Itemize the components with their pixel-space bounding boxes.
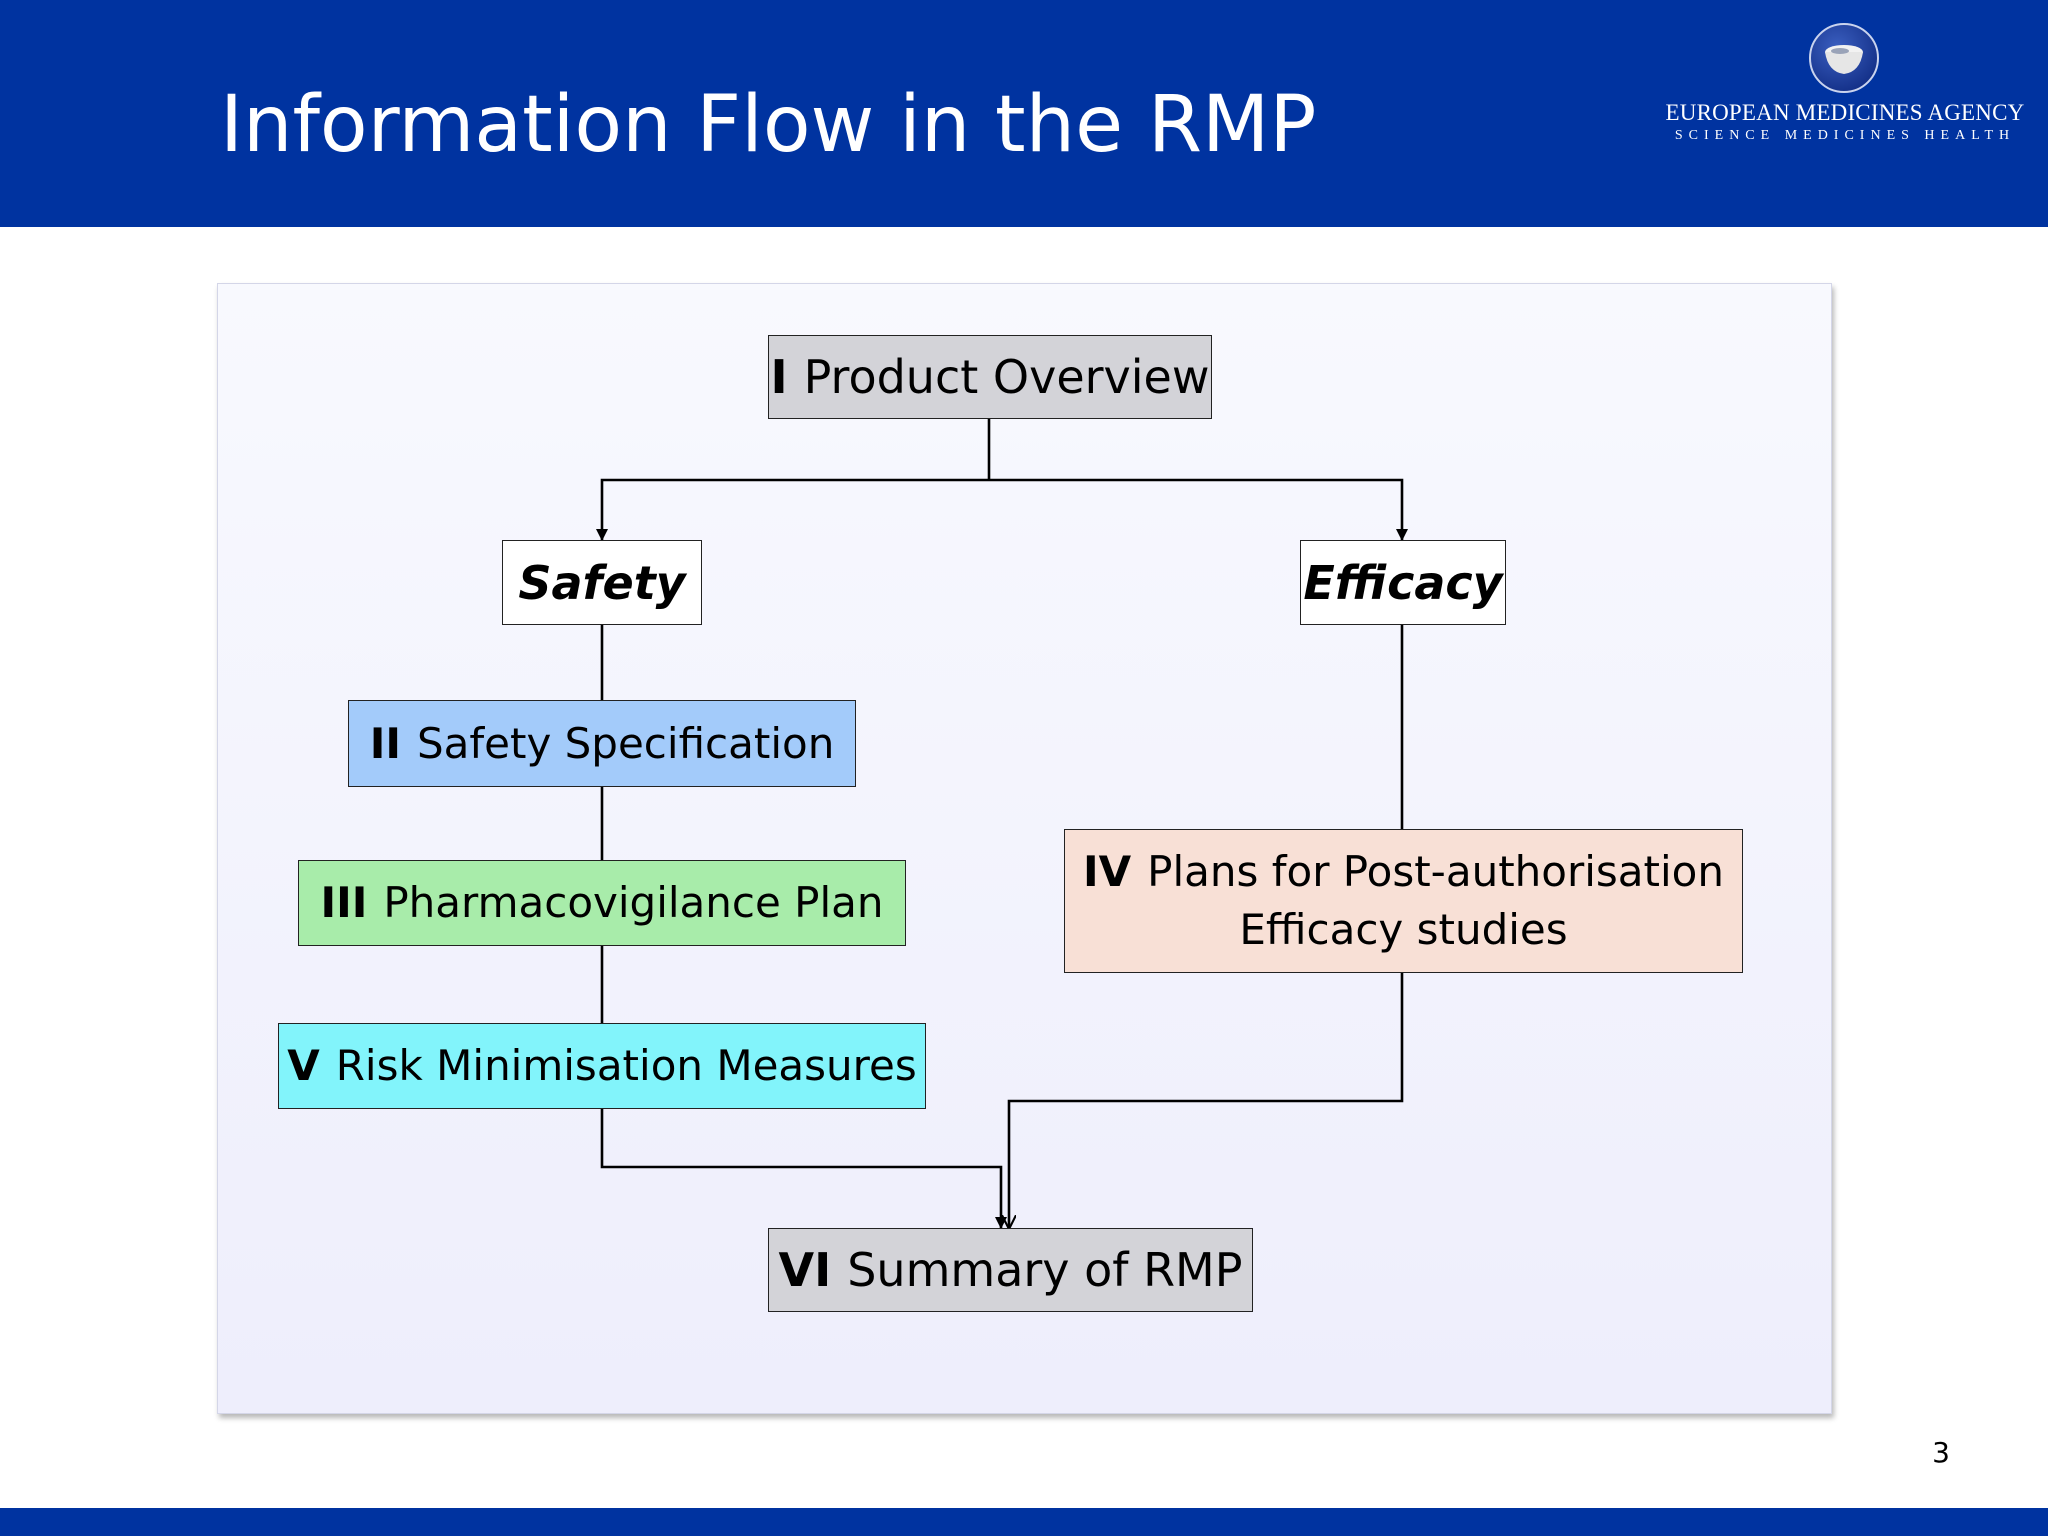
connector-risk-to-summary [600,1109,1007,1229]
safety-label: Safety [518,555,686,610]
page-number: 3 [1932,1436,1950,1469]
efficacy-plans-text-line-1: Plans for Post-authorisation [1147,847,1724,896]
risk-minimisation-label: Risk Minimisation Measures [335,1041,917,1090]
title-bar: Information Flow in the RMP EUROPEAN MED… [0,0,2048,227]
footer-bar [0,1508,2048,1536]
connector-overview-to-safety [596,478,989,541]
diagram-panel: I Product Overview Safety Efficacy II Sa… [217,283,1832,1414]
summary-of-rmp-label: Summary of RMP [847,1243,1243,1297]
efficacy-plans-line-1: IV Plans for Post-authorisation [1083,843,1724,901]
box-product-overview: I Product Overview [768,335,1212,419]
product-overview-label: Product Overview [803,350,1210,404]
box-pharmacovigilance-plan: III Pharmacovigilance Plan [298,860,906,946]
ema-logo: EUROPEAN MEDICINES AGENCY SCIENCE MEDICI… [1660,22,2030,152]
slide-title: Information Flow in the RMP [220,80,1317,170]
box-safety: Safety [502,540,702,625]
pharmacovigilance-plan-label: Pharmacovigilance Plan [383,878,884,927]
box-efficacy: Efficacy [1300,540,1506,625]
logo-tagline: SCIENCE MEDICINES HEALTH [1674,128,2016,143]
roman-numeral-iii: III [320,878,368,927]
connector-plans-to-summary [1009,973,1404,1228]
safety-specification-label: Safety Specification [416,718,835,768]
roman-numeral-ii: II [369,718,401,768]
roman-numeral-i: I [770,350,788,404]
roman-numeral-v: V [287,1041,320,1090]
box-efficacy-plans: IV Plans for Post-authorisation Efficacy… [1064,829,1743,973]
ema-emblem-icon [1809,23,1879,93]
box-summary-of-rmp: VI Summary of RMP [768,1228,1253,1312]
efficacy-label: Efficacy [1303,555,1503,610]
box-safety-specification: II Safety Specification [348,700,856,787]
connector-overview-to-efficacy [989,478,1408,541]
box-risk-minimisation: V Risk Minimisation Measures [278,1023,926,1109]
efficacy-plans-text-line-2: Efficacy studies [1239,905,1568,954]
roman-numeral-iv: IV [1082,847,1132,896]
flow-connectors [596,419,1408,1413]
roman-numeral-vi: VI [778,1243,832,1297]
logo-name: EUROPEAN MEDICINES AGENCY [1665,100,2025,125]
